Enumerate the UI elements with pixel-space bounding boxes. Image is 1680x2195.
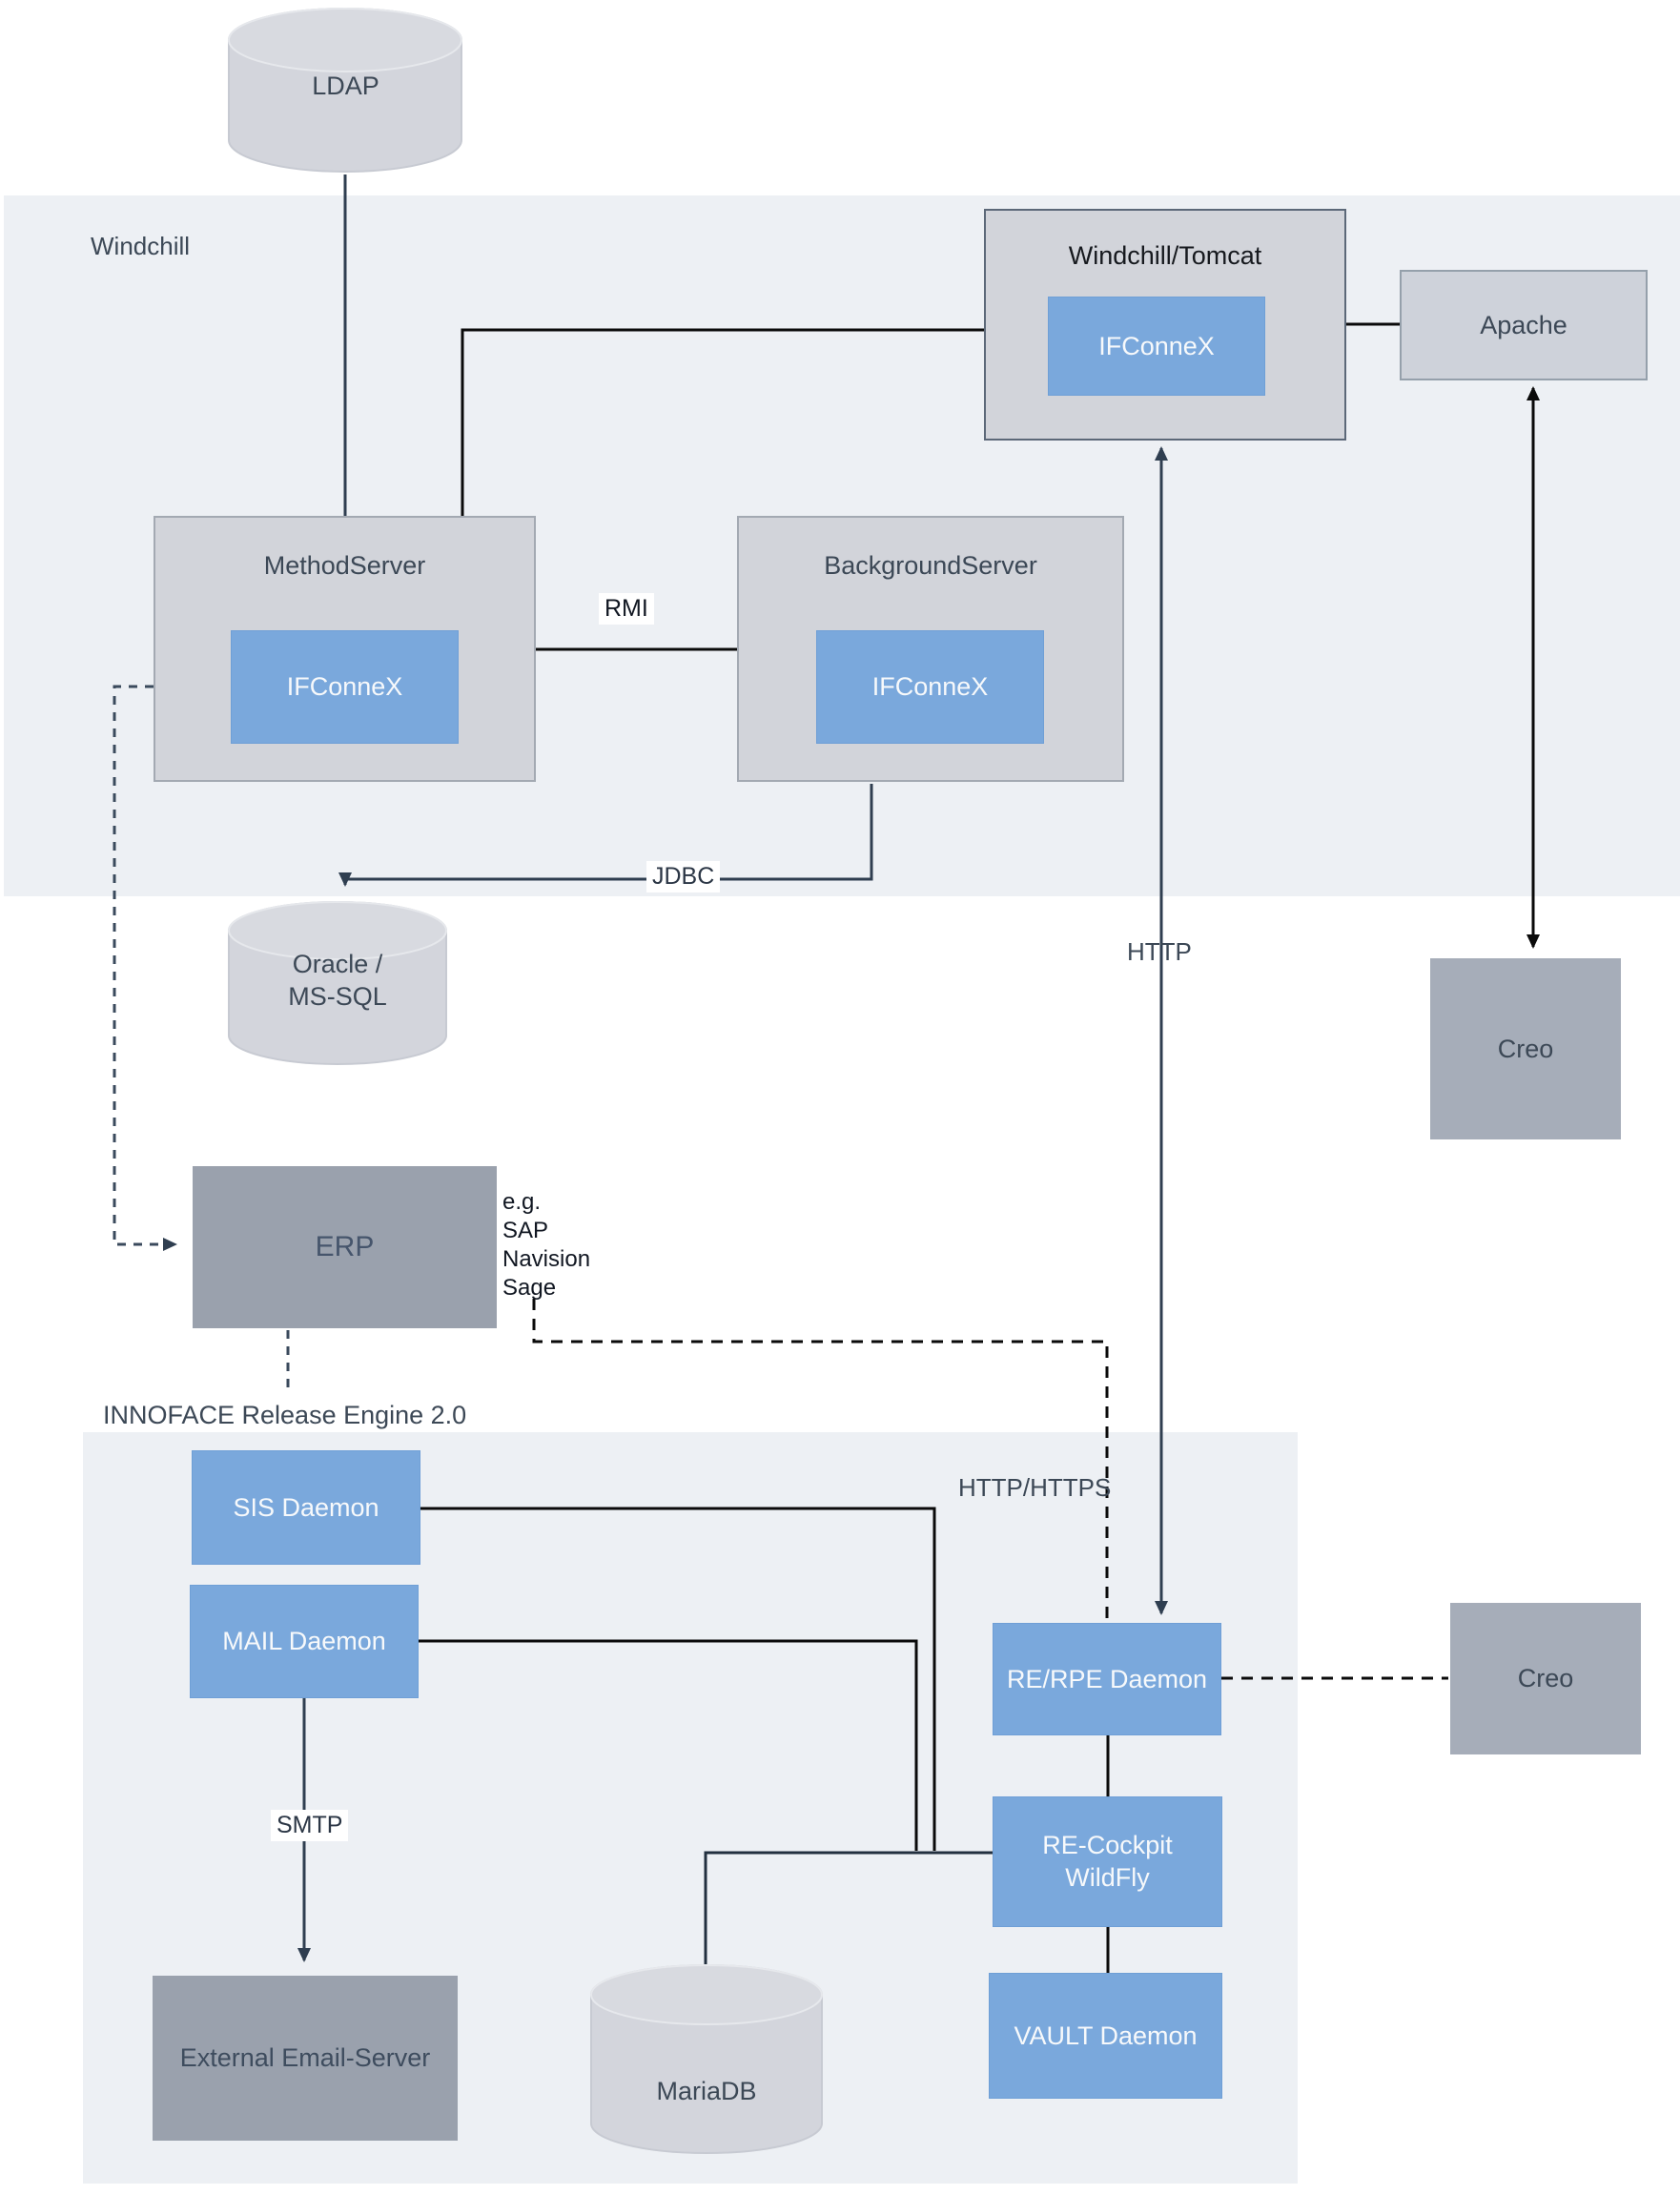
- windchill-tomcat-label: Windchill/Tomcat: [1068, 241, 1262, 270]
- ifconnex-methodserver-node: IFConneX: [231, 630, 459, 744]
- ifconnex-backgroundserver-node: IFConneX: [816, 630, 1044, 744]
- erp-note-line3: Navision: [502, 1246, 591, 1272]
- erp-note-line2: SAP: [502, 1218, 549, 1243]
- vault-daemon-node: VAULT Daemon: [989, 1973, 1222, 2099]
- erp-note-line4: Sage: [502, 1275, 557, 1301]
- recockpit-label-line1: RE-Cockpit: [1042, 1830, 1173, 1859]
- methodserver-label: MethodServer: [263, 551, 426, 580]
- mariadb-node-label: MariaDB: [656, 2077, 757, 2105]
- creo-top-node: Creo: [1430, 958, 1621, 1139]
- windchill-group-label: Windchill: [91, 232, 191, 260]
- apache-node: Apache: [1400, 270, 1648, 380]
- edge-sis-collector: [420, 1507, 936, 1851]
- erp-note-line1: e.g.: [502, 1189, 542, 1215]
- backgroundserver-label: BackgroundServer: [824, 551, 1037, 580]
- jdbc-edge-label: JDBC: [646, 861, 721, 892]
- mail-daemon-node: MAIL Daemon: [190, 1585, 419, 1698]
- edge-dashed-erp-rerpe: [532, 1299, 1109, 1621]
- recockpit-label-line2: WildFly: [1065, 1862, 1150, 1892]
- recockpit-wildfly-node: RE-Cockpit WildFly: [993, 1796, 1222, 1927]
- external-email-server-node: External Email-Server: [153, 1976, 458, 2141]
- rerpe-daemon-node: RE/RPE Daemon: [993, 1623, 1221, 1735]
- innoface-group-label: INNOFACE Release Engine 2.0: [103, 1401, 467, 1429]
- ifconnex-tomcat-node: IFConneX: [1048, 297, 1265, 396]
- http-https-edge-label: HTTP/HTTPS: [958, 1473, 1112, 1502]
- rmi-edge-label: RMI: [599, 593, 654, 625]
- ldap-node-label: LDAP: [312, 72, 379, 100]
- erp-node: ERP: [193, 1166, 497, 1328]
- oracle-line1: Oracle /: [292, 950, 383, 978]
- erp-note: e.g. SAP Navision Sage: [502, 1188, 590, 1303]
- oracle-node-label: Oracle / MS-SQL: [229, 949, 446, 1014]
- http-edge-label: HTTP: [1127, 937, 1192, 966]
- edge-methodserver-windchilltomcat: [461, 328, 984, 516]
- sis-daemon-node: SIS Daemon: [192, 1450, 420, 1565]
- edge-jdbc: [338, 784, 873, 887]
- edge-dashed-methodserver-erp: [113, 685, 177, 1251]
- oracle-cylinder: [228, 901, 447, 1065]
- mariadb-cylinder: [590, 1964, 823, 2154]
- creo-right-node: Creo: [1450, 1603, 1641, 1754]
- edge-mail-collector: [419, 1639, 918, 1851]
- smtp-edge-label: SMTP: [271, 1810, 349, 1841]
- ldap-cylinder: [228, 8, 462, 173]
- edge-collector-recockpit-mariadb: [704, 1851, 993, 1964]
- oracle-line2: MS-SQL: [288, 981, 387, 1011]
